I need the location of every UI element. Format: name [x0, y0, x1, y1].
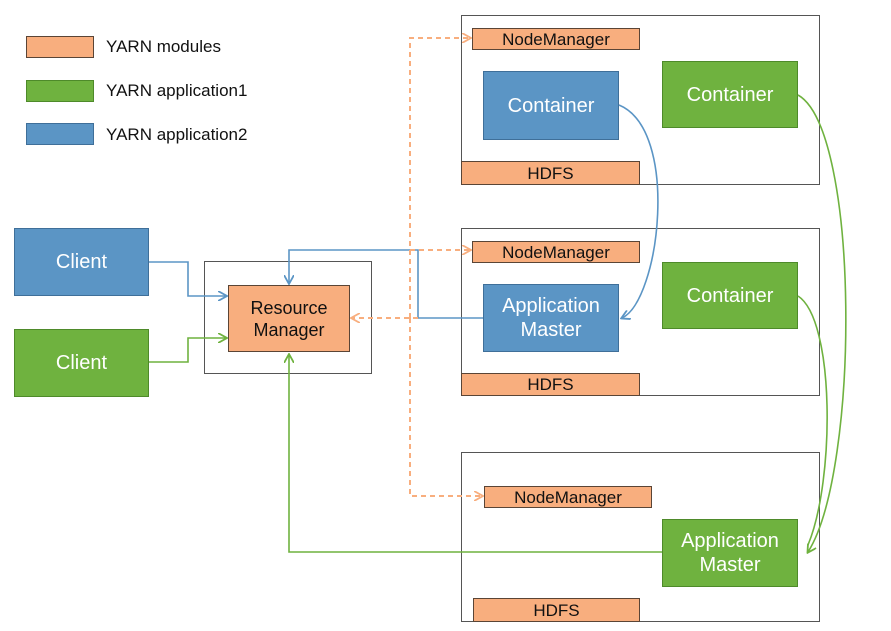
node-frame-1: [461, 15, 820, 185]
legend-swatch-yarn-application1: [26, 80, 94, 102]
arrow-orange-to-nm3: [409, 318, 482, 496]
node1-container-blue[interactable]: Container: [483, 71, 619, 140]
resource-manager[interactable]: Resource Manager: [228, 285, 350, 352]
node3-nodemanager[interactable]: NodeManager: [484, 486, 652, 508]
node2-application-master-blue[interactable]: Application Master: [483, 284, 619, 352]
client-blue[interactable]: Client: [14, 228, 149, 296]
node1-nodemanager[interactable]: NodeManager: [472, 28, 640, 50]
arrow-blue-client-to-rm: [149, 261, 226, 296]
legend-label-yarn-modules: YARN modules: [106, 37, 221, 56]
legend-label-yarn-application2: YARN application2: [106, 125, 248, 144]
legend-label-yarn-application1: YARN application1: [106, 81, 248, 100]
arrow-green-container1-to-am: [797, 94, 847, 552]
arrow-green-am-to-rm: [289, 355, 662, 553]
arrow-green-client-to-rm: [149, 338, 226, 363]
node1-container-green[interactable]: Container: [662, 61, 798, 128]
node-frame-2: [461, 228, 820, 396]
legend-swatch-yarn-application2: [26, 123, 94, 145]
node3-hdfs[interactable]: HDFS: [473, 598, 640, 622]
node2-nodemanager[interactable]: NodeManager: [472, 241, 640, 263]
node2-container-green[interactable]: Container: [662, 262, 798, 329]
arrow-blue-container-to-am: [618, 104, 659, 318]
node-frame-3: [461, 452, 820, 622]
arrow-green-container2-to-am: [797, 295, 828, 546]
node1-hdfs[interactable]: HDFS: [461, 161, 640, 185]
arrow-blue-am-to-rm: [289, 249, 483, 319]
node2-hdfs[interactable]: HDFS: [461, 373, 640, 396]
legend-swatch-yarn-modules: [26, 36, 94, 58]
client-green[interactable]: Client: [14, 329, 149, 397]
node3-application-master-green[interactable]: Application Master: [662, 519, 798, 587]
arrow-orange-to-nm1: [409, 38, 470, 318]
